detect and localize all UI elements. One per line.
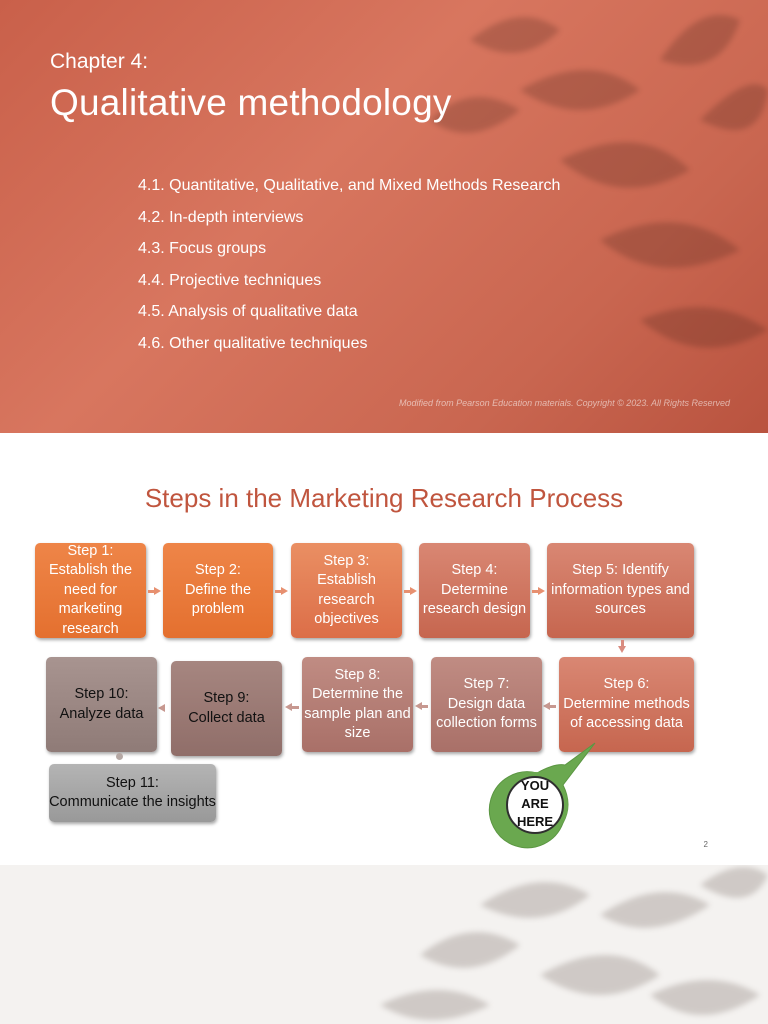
arrow-left-icon <box>543 702 550 710</box>
arrow-right-icon <box>538 587 545 595</box>
chapter-slide: Chapter 4: Qualitative methodology 4.1. … <box>0 0 768 433</box>
copyright-notice: Modified from Pearson Education material… <box>399 398 730 408</box>
step-7-label: Step 7: Design data collection forms <box>436 676 537 732</box>
arrow-right-icon <box>281 587 288 595</box>
next-slide-preview <box>0 865 768 1024</box>
toc-item: 4.4. Projective techniques <box>138 271 322 289</box>
step-9-label: Step 9: Collect data <box>188 690 265 726</box>
arrow-shaft <box>422 705 428 708</box>
step-4-label: Step 4: Determine research design <box>422 562 527 618</box>
step-6-box: Step 6: Determine methods of accessing d… <box>559 657 694 752</box>
step-9-box: Step 9: Collect data <box>171 661 282 756</box>
arrow-shaft <box>292 706 299 709</box>
connector-dot <box>116 753 123 760</box>
arrow-left-icon <box>415 702 422 710</box>
you-are-here-text: YOU ARE HERE <box>516 778 554 829</box>
step-10-box: Step 10: Analyze data <box>46 657 157 752</box>
step-1-label: Step 1: Establish the need for marketing… <box>48 542 133 637</box>
chapter-title: Qualitative methodology <box>50 82 452 123</box>
step-11-box: Step 11: Communicate the insights <box>49 764 216 822</box>
step-8-box: Step 8: Determine the sample plan and si… <box>302 657 413 752</box>
toc-item: 4.3. Focus groups <box>138 240 267 257</box>
step-8-label: Step 8: Determine the sample plan and si… <box>304 666 411 742</box>
step-5-box: Step 5: Identify information types and s… <box>547 543 694 638</box>
chapter-label: Chapter 4: <box>50 50 149 73</box>
toc-item: 4.6. Other qualitative techniques <box>138 334 368 352</box>
step-1-box: Step 1: Establish the need for marketing… <box>35 543 146 638</box>
step-4-box: Step 4: Determine research design <box>419 543 530 638</box>
step-3-label: Step 3: Establish research objectives <box>314 552 379 628</box>
step-2-box: Step 2: Define the problem <box>163 543 273 638</box>
leaf-shadow-decoration <box>430 15 768 348</box>
toc-item: 4.1. Quantitative, Qualitative, and Mixe… <box>138 177 561 194</box>
arrow-left-icon <box>158 704 165 712</box>
toc-item: 4.5. Analysis of qualitative data <box>138 303 358 320</box>
arrow-shaft <box>275 590 281 593</box>
step-3-box: Step 3: Establish research objectives <box>291 543 402 638</box>
page-number: 2 <box>703 840 708 849</box>
leaf-shadow-decoration <box>380 867 768 1020</box>
arrow-right-icon <box>154 587 161 595</box>
arrow-shaft <box>621 640 624 646</box>
arrow-shaft <box>148 590 154 593</box>
step-10-label: Step 10: Analyze data <box>59 686 144 722</box>
table-of-contents: 4.1. Quantitative, Qualitative, and Mixe… <box>138 174 560 363</box>
arrow-shaft <box>404 590 410 593</box>
toc-item: 4.2. In-depth interviews <box>138 208 304 226</box>
arrow-shaft <box>550 705 556 708</box>
arrow-right-icon <box>410 587 417 595</box>
slide-title: Steps in the Marketing Research Process <box>144 483 624 513</box>
arrow-shaft <box>532 590 538 593</box>
arrow-left-icon <box>285 703 292 711</box>
process-slide: Steps in the Marketing Research Process … <box>0 433 768 865</box>
step-2-label: Step 2: Define the problem <box>184 562 252 618</box>
arrow-down-icon <box>618 646 626 653</box>
step-6-label: Step 6: Determine methods of accessing d… <box>563 676 690 732</box>
you-are-here-badge <box>488 742 596 849</box>
step-5-label: Step 5: Identify information types and s… <box>551 562 690 618</box>
step-7-box: Step 7: Design data collection forms <box>431 657 542 752</box>
step-11-label: Step 11: Communicate the insights <box>49 774 216 811</box>
